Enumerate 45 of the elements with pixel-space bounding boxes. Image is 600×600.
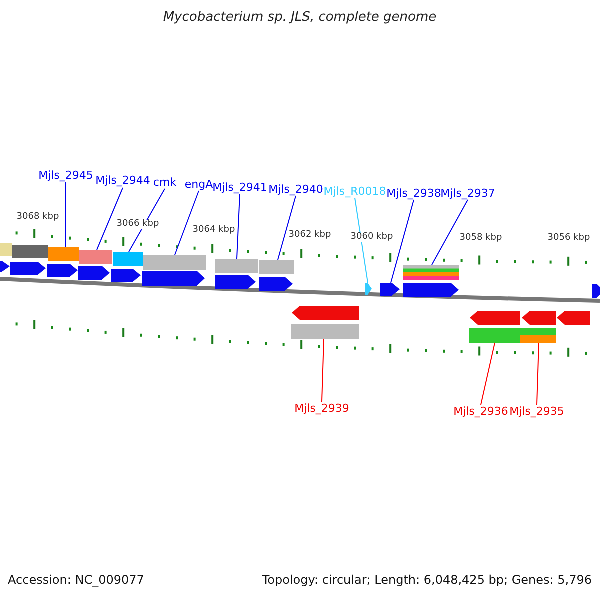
gene-feature (380, 283, 400, 296)
leader-line (480, 342, 496, 406)
gene-label: Mjls_2937 (440, 188, 496, 199)
feature-bar (143, 255, 206, 270)
footer-text: Accession: NC_009077 (8, 574, 144, 586)
tick-label: 3064 kbp (192, 226, 236, 235)
footer-text: Topology: circular; Length: 6,048,425 bp; Genes: 5,796 (262, 574, 592, 586)
tick-label: 3066 kbp (116, 220, 160, 229)
gene-label: engA (184, 179, 214, 190)
leader-line (536, 342, 540, 406)
leader-line (174, 190, 200, 256)
tick-label: 3060 kbp (350, 233, 394, 242)
leader-line (128, 188, 166, 252)
feature-bar (113, 252, 143, 266)
feature-bar (520, 328, 556, 344)
leader-line (236, 194, 240, 260)
feature-bar (215, 259, 258, 274)
feature-bar (48, 247, 79, 262)
feature-bar (403, 265, 459, 280)
gene-label: Mjls_2935 (510, 406, 564, 417)
leader-line (278, 196, 296, 260)
gene-label: Mjls_2940 (268, 184, 324, 195)
gene-feature (365, 283, 372, 295)
gene-label: Mjls_2944 (96, 175, 150, 186)
feature-bar (469, 328, 521, 344)
gene-label: Mjls_2941 (212, 182, 268, 193)
gene-label: Mjls_2945 (38, 170, 94, 181)
leader-line (432, 200, 468, 266)
tick-label: 3056 kbp (548, 234, 590, 243)
tick-label: 3058 kbp (460, 234, 502, 243)
title: Mycobacterium sp. JLS, complete genome (163, 11, 437, 24)
feature-bar (291, 324, 359, 340)
leader-line (354, 198, 368, 284)
leader-line (322, 338, 324, 402)
feature-bar (259, 260, 294, 274)
tick-label: 3062 kbp (288, 231, 332, 240)
gene-label: Mjls_R0018 (324, 186, 386, 197)
gene-label: cmk (153, 177, 177, 188)
tick-label: 3068 kbp (16, 213, 60, 222)
gene-label: Mjls_2936 (454, 406, 508, 417)
leader-line (390, 200, 414, 284)
feature-bar (79, 250, 112, 264)
gene-label: Mjls_2938 (386, 188, 442, 199)
leader-line (96, 188, 124, 250)
gene-label: Mjls_2939 (294, 403, 350, 414)
